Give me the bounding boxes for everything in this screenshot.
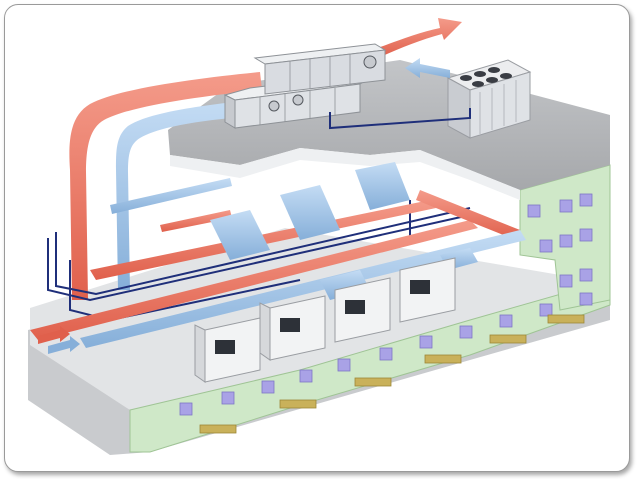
building-facade-front (129, 279, 611, 453)
facade-windows (179, 193, 593, 416)
supply-inlet-arrow (38, 326, 70, 344)
return-inlet-arrow (48, 336, 80, 354)
exhaust-arrow (372, 18, 462, 58)
return-distribution-ducts (80, 162, 526, 348)
fan-coil-unit (215, 280, 430, 354)
rooftop-chiller (446, 59, 532, 139)
intake-arrow (405, 58, 450, 78)
roof-cut-edge (170, 148, 520, 200)
chilled-water-pipes (47, 108, 471, 322)
facade-vents (199, 314, 585, 434)
air-handling-unit (223, 43, 387, 129)
